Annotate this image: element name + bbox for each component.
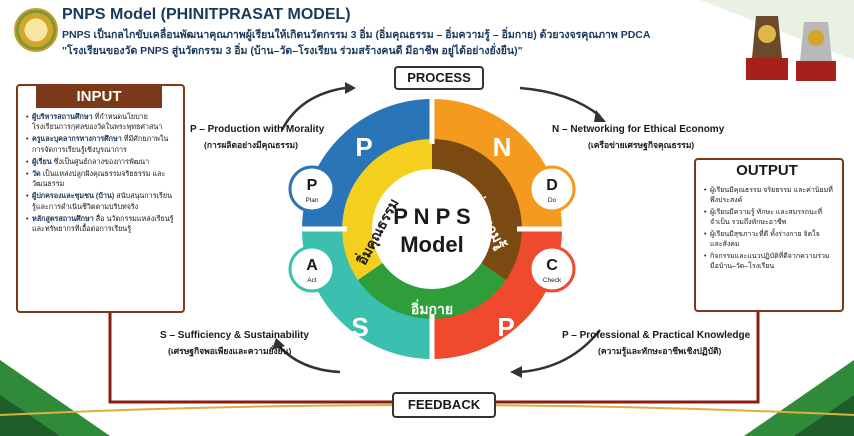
check-letter: C <box>546 257 558 274</box>
input-item: ผู้เรียน ซึ่งเป็นศูนย์กลางของการพัฒนา <box>26 157 174 167</box>
input-item: หลักสูตรสถานศึกษา สื่อ นวัตกรรมแหล่งเรีย… <box>26 214 174 234</box>
pnps-wheel: P N P S Model P N P S อิ่มคุณธรรม อิ่มคว… <box>288 96 576 362</box>
letter-n: N <box>493 132 512 162</box>
input-item: ครูและบุคลากรทางการศึกษา ที่มีศักยภาพในก… <box>26 134 174 154</box>
plan-letter: P <box>307 177 318 194</box>
input-title: INPUT <box>36 86 162 108</box>
feedback-label: FEEDBACK <box>392 392 496 418</box>
input-item: ผู้ปกครองและชุมชน (บ้าน) สนับสนุนการเรีย… <box>26 191 174 211</box>
process-arrow-left <box>280 86 346 131</box>
quadrant-label-networking: N – Networking for Ethical Economy <box>552 124 725 135</box>
plan-circle <box>288 165 336 213</box>
output-item: กิจกรรมและแนวปฏิบัติที่ดีจากความร่วมมือบ… <box>704 252 834 272</box>
quadrant-label-professional: P – Professional & Practical Knowledge <box>562 330 751 341</box>
do-circle <box>528 165 576 213</box>
trophy-red-base <box>746 58 788 80</box>
act-circle <box>288 245 336 293</box>
output-item: ผู้เรียนมีความรู้ ทักษะ และสมรรถนะที่จำเ… <box>704 208 834 228</box>
act-word: Act <box>307 277 317 284</box>
page-quote: "โรงเรียนของวัด PNPS สู่นวัตกรรม 3 อิ่ม … <box>62 45 523 57</box>
act-letter: A <box>306 257 318 274</box>
center-title-line2: Model <box>400 232 464 257</box>
arrowhead-right-top <box>594 110 606 122</box>
process-label: PROCESS <box>394 66 484 90</box>
center-title-line1: P N P S <box>393 204 470 229</box>
quadrant-label-sufficiency: S – Sufficiency & Sustainability <box>160 330 309 341</box>
trophy-images <box>746 16 836 81</box>
output-item: ผู้เรียนมีสุขภาวะที่ดี ทั้งร่างกาย จิตใจ… <box>704 230 834 250</box>
check-word: Check <box>543 277 562 284</box>
input-item: ผู้บริหารสถานศึกษา ที่กำหนดนโยบายโรงเรีย… <box>26 112 174 132</box>
green-corner-bottom-right-light <box>744 360 854 436</box>
school-logo <box>14 8 58 52</box>
check-circle <box>528 245 576 293</box>
quadrant-label-production: P – Production with Morality <box>190 124 325 135</box>
process-arrow-right <box>519 86 601 117</box>
output-title: OUTPUT <box>712 160 822 182</box>
arc-label-body: อิ่มกาย <box>410 299 453 317</box>
input-item: วัด เป็นแหล่งปลูกฝังคุณธรรมจริยธรรม และว… <box>26 169 174 189</box>
trophy-left-emblem <box>758 25 776 43</box>
trophy-right-base <box>796 61 836 81</box>
input-list: ผู้บริหารสถานศึกษา ที่กำหนดนโยบายโรงเรีย… <box>26 112 174 236</box>
letter-p-bottom: P <box>497 312 514 342</box>
plan-word: Plan <box>305 197 318 204</box>
output-item: ผู้เรียนมีคุณธรรม จริยธรรม และค่านิยมที่… <box>704 186 834 206</box>
arrowhead-bottom-left <box>272 338 285 350</box>
arrowhead-bottom-right <box>510 366 522 378</box>
process-arrow-bottom-right <box>519 329 601 374</box>
process-arrow-bottom-left <box>277 344 341 374</box>
quadrant-thai-sufficiency: (เศรษฐกิจพอเพียงและความยั่งยืน) <box>168 346 292 356</box>
letter-s: S <box>351 312 368 342</box>
quadrant-thai-production: (การผลิตอย่างมีคุณธรรม) <box>204 140 298 150</box>
green-corner-bottom-left-light <box>0 360 110 436</box>
letter-p-top: P <box>355 132 372 162</box>
output-list: ผู้เรียนมีคุณธรรม จริยธรรม และค่านิยมที่… <box>704 186 834 274</box>
arrowhead-left-top <box>345 82 356 94</box>
page-subtitle: PNPS เป็นกลไกขับเคลื่อนพัฒนาคุณภาพผู้เรี… <box>62 29 651 41</box>
page-title: PNPS Model (PHINITPRASAT MODEL) <box>62 6 351 23</box>
trophy-right-emblem <box>808 30 824 46</box>
quadrant-thai-professional: (ความรู้และทักษะอาชีพเชิงปฏิบัติ) <box>598 346 722 356</box>
do-letter: D <box>546 177 558 194</box>
quadrant-thai-networking: (เครือข่ายเศรษฐกิจคุณธรรม) <box>588 140 695 150</box>
do-word: Do <box>548 197 557 204</box>
center-circle <box>372 169 492 289</box>
